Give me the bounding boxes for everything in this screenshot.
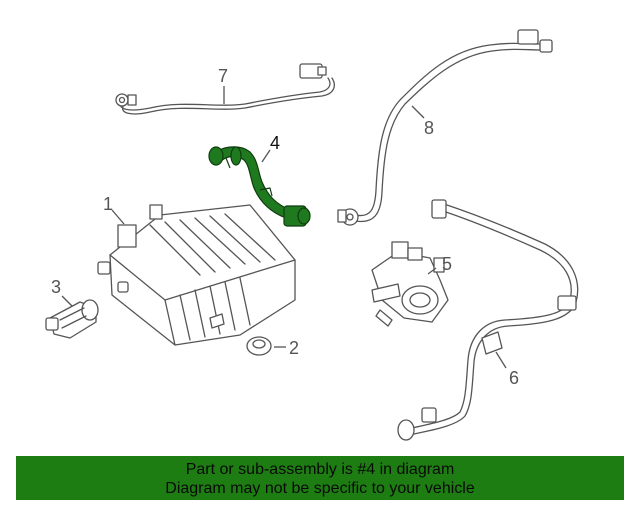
part-1-evap-canister[interactable] [97,204,296,346]
leader-3 [61,295,73,307]
part-8-vapor-hose[interactable] [337,29,553,226]
leader-1 [111,209,125,225]
leader-5 [427,267,437,275]
part-6-vapor-hose-assembly[interactable] [397,199,579,441]
info-banner: Part or sub-assembly is #4 in diagram Di… [16,456,624,500]
callout-8[interactable]: 8 [424,118,434,138]
callout-2[interactable]: 2 [289,338,299,358]
part-7-wire-harness[interactable] [115,63,335,115]
leader-6 [495,351,507,369]
part-2-grommet[interactable] [246,336,272,356]
callout-4[interactable]: 4 [270,133,280,153]
leader-8 [411,105,425,119]
callout-1[interactable]: 1 [103,194,113,214]
banner-line-part-number: Part or sub-assembly is #4 in diagram [185,461,455,478]
part-3-purge-valve[interactable] [45,299,99,339]
part-5-leak-detection-pump[interactable] [371,241,449,327]
parts-diagram: 1 2 3 4 5 6 7 8 [45,29,579,441]
callout-5[interactable]: 5 [442,254,452,274]
banner-line-disclaimer: Diagram may not be specific to your vehi… [165,480,475,497]
callout-3[interactable]: 3 [51,277,61,297]
leader-4 [261,149,271,163]
callout-6[interactable]: 6 [509,368,519,388]
part-4-evap-hose-highlighted[interactable] [208,146,311,227]
callout-7[interactable]: 7 [218,66,228,86]
